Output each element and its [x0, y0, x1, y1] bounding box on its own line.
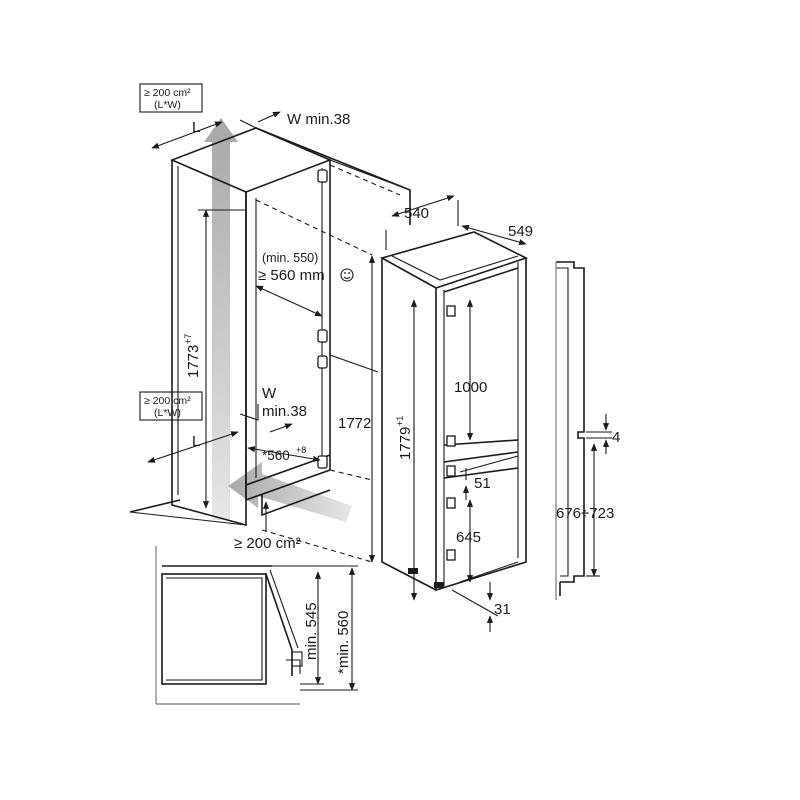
depth-min-alt: (min. 550) [262, 251, 318, 265]
hinge-icon [317, 169, 328, 183]
bottom-width-min: min.38 [262, 403, 307, 420]
section-depth-min-star: *min. 560 [335, 611, 352, 674]
top-length-label: L [192, 119, 200, 136]
hinge-icon [446, 549, 456, 561]
bottom-vent-area: ≥ 200 cm² [144, 395, 191, 407]
hinge-icon [446, 465, 456, 477]
hinge-icon [446, 305, 456, 317]
hinge-icon [317, 455, 328, 469]
door-gap: 51 [474, 475, 491, 492]
smiley-eye [348, 272, 350, 274]
hinge-icon [317, 355, 328, 369]
appliance-depth: 549 [508, 223, 533, 240]
top-vent-area: ≥ 200 cm² [144, 87, 191, 99]
hinge-icon [317, 329, 328, 343]
appliance-height: 1779 [397, 427, 414, 460]
section-detail [155, 546, 303, 705]
appliance-width: 540 [404, 205, 429, 222]
top-vent-box: ≥ 200 cm² (L*W) [139, 83, 203, 113]
top-width-label: W min.38 [287, 111, 350, 128]
bottom-width-w: W [262, 385, 277, 402]
door-panel-profile [555, 261, 585, 600]
hinge-icon [446, 497, 456, 509]
appliance-height-tol: +1 [395, 416, 405, 426]
smiley-icon [340, 268, 354, 282]
smiley-eye [344, 272, 346, 274]
hinge-icon [446, 435, 456, 447]
lower-door-height: 645 [456, 529, 481, 546]
top-vent-area-sub: (L*W) [154, 99, 181, 111]
upper-door-height: 1000 [454, 379, 487, 396]
panel-offset: 4 [612, 429, 620, 446]
plinth-vent-area: ≥ 200 cm² [234, 535, 301, 552]
bottom-length-label: L [192, 433, 200, 450]
niche-height-value: 1773 [185, 345, 202, 378]
bottom-gap: 31 [494, 601, 511, 618]
plinth-depth: *560 [262, 448, 290, 463]
bottom-vent-area-sub: (L*W) [154, 407, 181, 419]
airflow-in-arrow [228, 462, 352, 522]
bottom-vent-box: ≥ 200 cm² (L*W) [139, 391, 203, 421]
hinge-range: 676÷723 [556, 505, 614, 522]
niche-height-tol: +7 [183, 334, 193, 344]
niche-height-ref: 1772 [338, 415, 371, 432]
niche-cabinet [129, 118, 411, 563]
airflow-up-arrow [204, 118, 238, 520]
fridge-appliance [329, 164, 529, 592]
section-depth-min: min. 545 [303, 602, 320, 660]
plinth-depth-tol: +8 [296, 445, 306, 455]
depth-min: ≥ 560 mm [258, 267, 325, 284]
